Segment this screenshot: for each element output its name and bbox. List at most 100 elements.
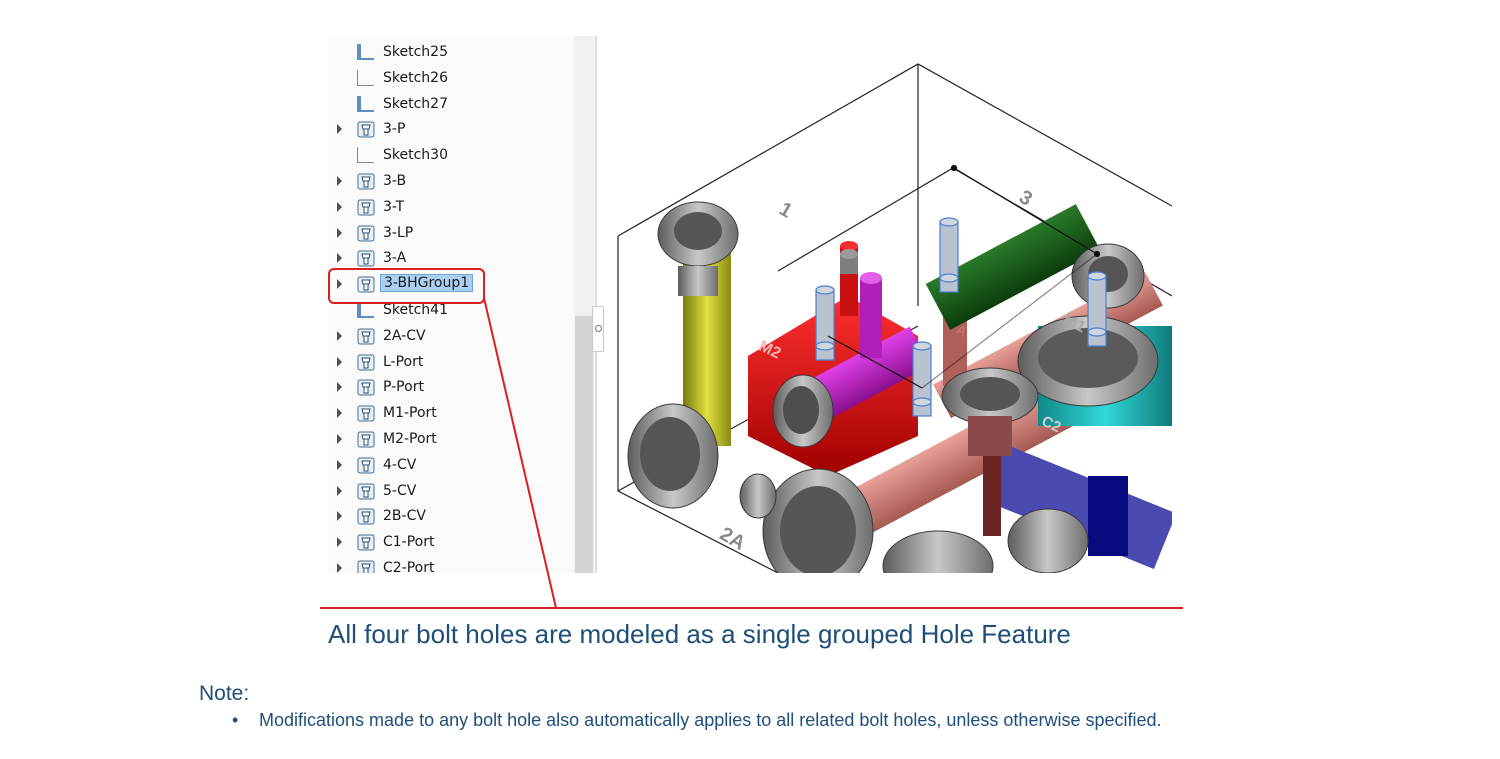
pipe-blue-core [1088,476,1128,556]
expand-arrow-icon[interactable] [337,459,342,470]
port-flange-top-left [657,201,739,296]
expand-arrow-icon[interactable] [337,511,342,522]
tree-item-label: 3-B [383,173,407,189]
hole-feature-icon [357,508,375,525]
hole-feature-icon [357,354,375,371]
tree-item[interactable]: Sketch30 [328,143,578,169]
port-flange-bottom-right [882,508,1089,573]
tree-item[interactable]: Sketch25 [328,40,578,66]
hole-feature-icon [357,431,375,448]
tree-item[interactable]: 3-A [328,246,578,272]
tree-item-label: L-Port [383,353,424,370]
bolt-hole-group[interactable] [815,217,1107,417]
tree-item-label: 3-BHGroup1 [380,274,474,293]
expand-arrow-icon[interactable] [337,253,342,264]
tree-item[interactable]: Sketch27 [328,92,578,118]
tree-item[interactable]: Sketch41 [328,298,578,324]
port-flange-m1: M1 C2 [1017,312,1159,437]
tree-scrollbar[interactable] [574,36,594,573]
tree-item-label: 2A-CV [383,327,426,344]
sketch-plain-icon [357,147,374,164]
sketch-icon [357,302,374,318]
bolt-hole-4[interactable] [912,341,932,417]
tree-item[interactable]: 3-B [328,169,578,195]
tree-item-label: 3-LP [383,224,414,241]
tree-item[interactable]: L-Port [328,350,578,376]
port-flange-m2: M2 [756,338,834,448]
expand-arrow-icon[interactable] [337,124,342,135]
scrollbar-thumb[interactable] [575,316,593,573]
tree-item-label: 2B-CV [383,508,426,525]
pipe-green [925,204,1101,330]
tree-item[interactable]: 2A-CV [328,324,578,350]
tree-item[interactable]: C2-Port [328,556,578,573]
hole-feature-icon [357,199,375,216]
selection-callout-box [328,268,485,304]
hole-feature-icon [357,276,375,293]
tree-item[interactable]: 3-P [328,117,578,143]
hole-feature-icon [357,328,375,345]
expand-arrow-icon[interactable] [337,408,342,419]
tree-item[interactable]: M1-Port [328,401,578,427]
tree-item[interactable]: 2B-CV [328,504,578,530]
hole-feature-icon [357,379,375,396]
sketch-plain-icon [357,69,374,86]
tree-item-label: Sketch30 [383,147,448,164]
bolt-hole-2[interactable] [939,217,959,293]
panel-splitter[interactable] [595,36,597,573]
grip-icon [595,325,602,332]
splitter-grip[interactable] [592,306,604,352]
sketch-icon [357,44,374,60]
expand-arrow-icon[interactable] [337,201,342,212]
bolt-hole-3[interactable] [815,285,835,361]
bolt-hole-1[interactable] [1087,271,1107,347]
callout-leader [483,297,557,609]
tree-item[interactable]: P-Port [328,375,578,401]
tree-item[interactable]: 3-LP [328,221,578,247]
tree-item[interactable]: 5-CV [328,479,578,505]
hole-feature-icon [357,173,375,190]
face-label-c2: C2 [1039,413,1064,437]
note-label: Note: [199,682,250,705]
tree-item-label: M1-Port [383,405,437,422]
tree-item-label: 3-A [383,250,407,267]
pipe-darkred [983,436,1001,536]
tree-item-label: 3-P [383,121,406,138]
tree-item-label: Sketch27 [383,95,448,112]
bullet-icon: • [232,710,239,730]
note-item: • Modifications made to any bolt hole als… [232,710,1162,731]
note-item-text: Modifications made to any bolt hole also… [259,710,1162,730]
hole-feature-icon [357,534,375,551]
pipe-salmon-lower [831,377,1085,543]
hole-feature-icon [357,405,375,422]
tree-item[interactable]: Sketch26 [328,66,578,92]
expand-arrow-icon[interactable] [337,356,342,367]
expand-arrow-icon[interactable] [337,176,342,186]
tree-item-label: 4-CV [383,456,417,473]
hole-feature-icon [357,457,375,474]
hole-feature-icon [357,250,375,267]
tree-item-label: P-Port [383,379,424,396]
expand-arrow-icon[interactable] [337,279,342,290]
tree-item[interactable]: 4-CV [328,453,578,479]
tree-item[interactable]: M2-Port [328,427,578,453]
tree-item[interactable]: 3-T [328,195,578,221]
expand-arrow-icon[interactable] [337,330,342,341]
sketch-icon [357,95,374,112]
tree-item[interactable]: 3-BHGroup1 [328,272,578,298]
tree-item-label: Sketch26 [383,69,448,86]
expand-arrow-icon[interactable] [337,563,342,573]
expand-arrow-icon[interactable] [337,382,342,393]
tree-item[interactable]: C1-Port [328,530,578,556]
expand-arrow-icon[interactable] [337,434,342,444]
tree-item-label: Sketch25 [383,44,448,60]
expand-arrow-icon[interactable] [337,537,342,548]
3d-model-viewport[interactable]: 1 3 2B 2A [598,36,1172,573]
port-flange-yellow-lower [627,403,719,509]
hole-feature-icon [357,121,375,138]
tree-item-label: 5-CV [383,482,417,499]
expand-arrow-icon[interactable] [337,485,342,496]
expand-arrow-icon[interactable] [337,227,342,238]
